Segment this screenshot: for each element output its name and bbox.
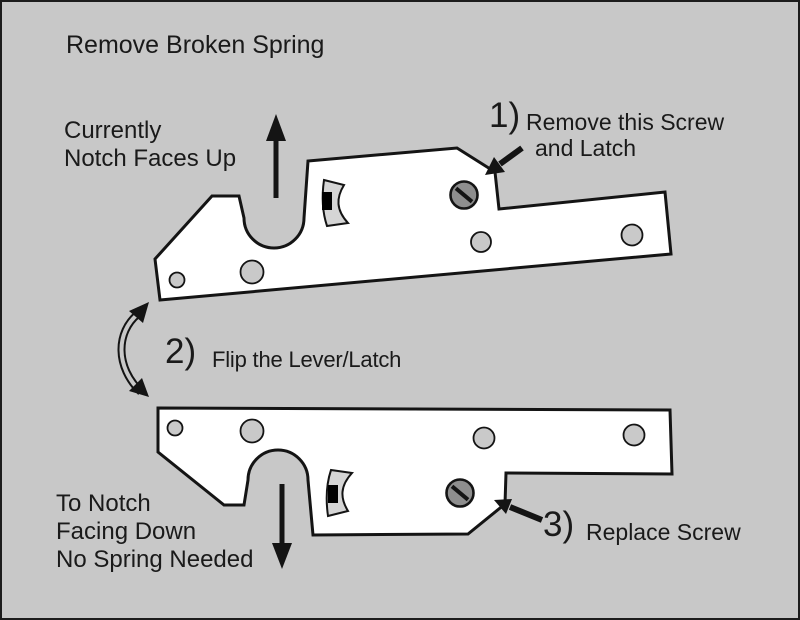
step1-number: 1)	[489, 96, 521, 135]
label-current-state-line2: Notch Faces Up	[64, 145, 237, 172]
step2-label: Flip the Lever/Latch	[212, 347, 402, 372]
step1-label: Remove this Screw and Latch	[526, 109, 724, 161]
step1-label-line1: Remove this Screw	[526, 109, 725, 135]
top-latch	[321, 178, 351, 228]
label-result-state-line1: To Notch	[56, 490, 151, 517]
top-plate-hole	[620, 223, 644, 247]
top-plate-hole	[168, 271, 186, 289]
label-current-state-line1: Currently	[64, 117, 162, 144]
latch-slot	[328, 485, 338, 503]
bottom-plate-outline	[156, 406, 674, 537]
screw-slot	[454, 186, 474, 204]
down-arrow-icon	[272, 484, 292, 569]
step2-number: 2)	[165, 332, 197, 371]
top-plate-outline	[153, 146, 673, 302]
step3-number: 3)	[543, 505, 575, 544]
top-screw	[449, 180, 479, 210]
bottom-screw	[445, 478, 475, 508]
flip-arrow-icon	[117, 302, 149, 397]
bottom-plate-hole	[166, 419, 184, 437]
latch-slot	[322, 192, 332, 210]
step3-pointer-arrow-icon	[494, 499, 544, 523]
top-plate	[153, 146, 673, 302]
step1-pointer-arrow-icon	[485, 145, 524, 175]
bottom-plate-hole	[622, 423, 646, 447]
label-result-state-line2: Facing Down	[56, 518, 197, 545]
top-plate-hole	[239, 259, 265, 285]
screw-slot	[450, 484, 470, 502]
bottom-plate-hole	[239, 418, 265, 444]
label-result-state-line3: No Spring Needed	[56, 546, 254, 573]
label-result-state: To Notch Facing Down No Spring Needed	[56, 490, 253, 574]
top-plate-hole	[470, 231, 492, 253]
latch-body	[325, 468, 355, 518]
up-arrow-icon	[266, 114, 286, 198]
bottom-plate	[156, 406, 674, 537]
step3-label: Replace Screw	[586, 519, 741, 545]
bottom-plate-hole	[472, 426, 496, 450]
bottom-latch	[325, 468, 355, 518]
step1-label-line2: and Latch	[535, 135, 637, 161]
label-current-state: Currently Notch Faces Up	[64, 117, 236, 173]
diagram-title: Remove Broken Spring	[66, 31, 325, 59]
